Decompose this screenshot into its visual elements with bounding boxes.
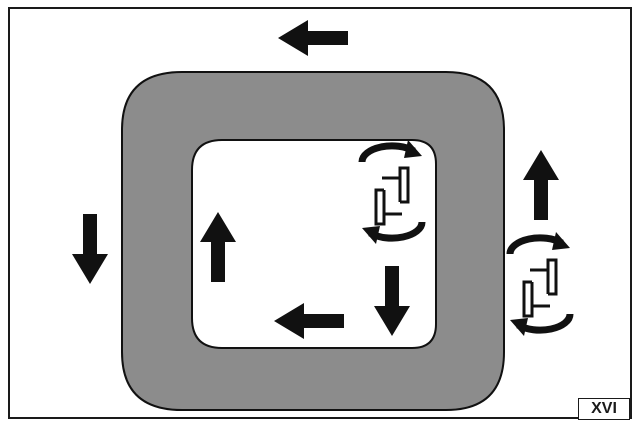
figure-label: XVI [578, 398, 630, 420]
ring-shape [121, 71, 505, 411]
